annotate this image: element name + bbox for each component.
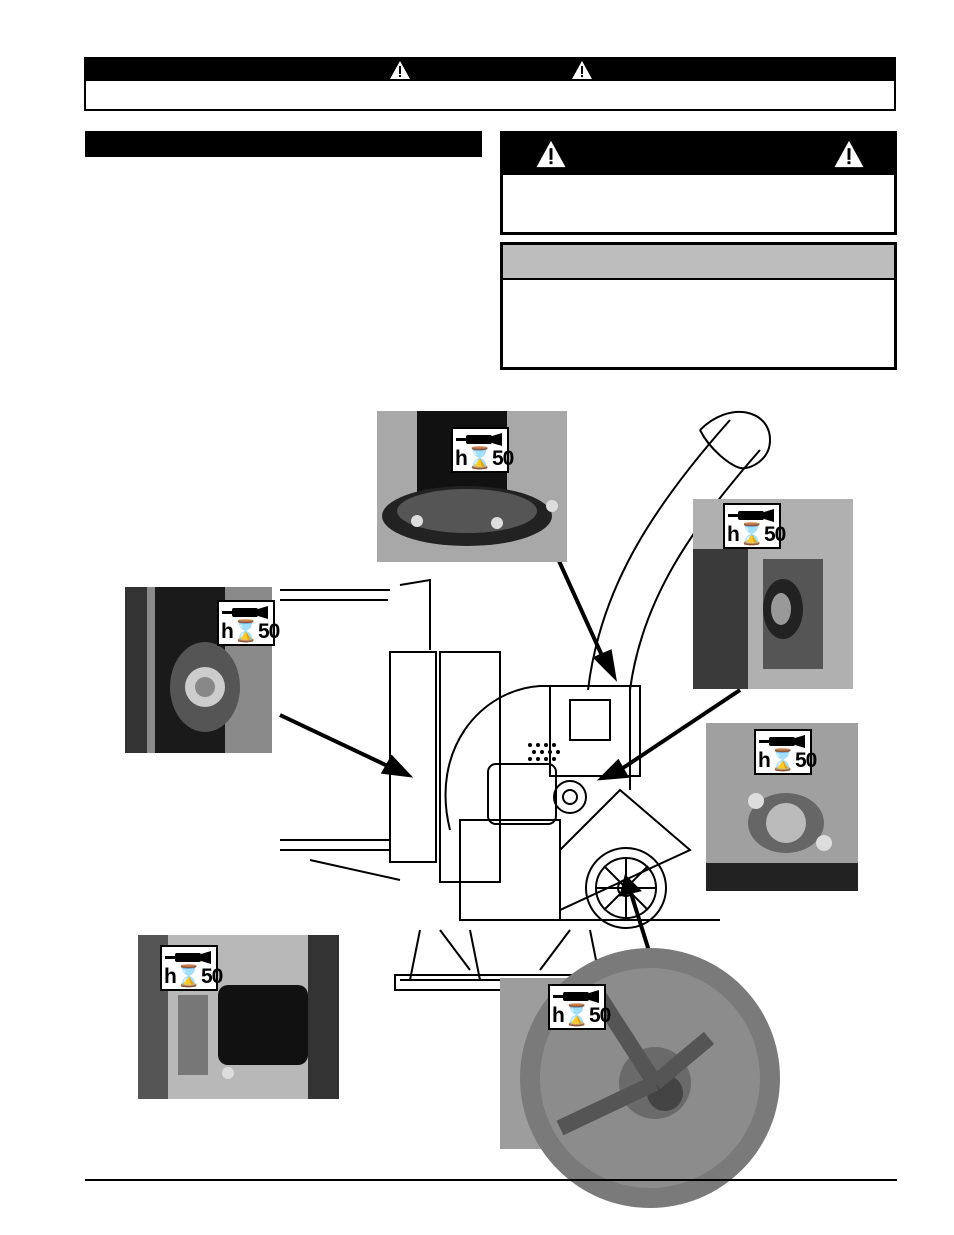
- lube-interval-label: h⌛50: [758, 749, 817, 772]
- lube-interval-label: h⌛50: [727, 523, 786, 546]
- lube-interval-label: h⌛50: [552, 1004, 611, 1027]
- lube-decal: h⌛50: [723, 503, 786, 549]
- footer-rule: [85, 1179, 897, 1181]
- warning-triangle-icon: [572, 61, 592, 79]
- warning-header-bar: [503, 134, 894, 175]
- grease-gun-icon: [553, 990, 599, 1003]
- photo-lower-left-pivot: h⌛50: [138, 935, 339, 1099]
- warning-box: [500, 131, 897, 235]
- photo-fan-bearing-right: h⌛50: [693, 499, 853, 689]
- grease-gun-icon: [759, 735, 805, 748]
- lube-decal: h⌛50: [548, 984, 611, 1030]
- lube-decal: h⌛50: [217, 600, 280, 646]
- lube-decal: h⌛50: [451, 427, 514, 473]
- grease-gun-icon: [728, 509, 774, 522]
- photo-blower-top-bearing: h⌛50: [377, 411, 567, 562]
- lube-decal: h⌛50: [754, 729, 817, 775]
- warning-triangle-icon: [536, 140, 566, 168]
- banner-header-bar: [86, 59, 894, 81]
- top-warning-banner: [84, 57, 896, 111]
- section-heading-bar: [85, 131, 482, 157]
- grease-gun-icon: [165, 951, 211, 964]
- lube-interval-label: h⌛50: [164, 965, 223, 988]
- grease-gun-icon: [222, 606, 268, 619]
- notice-header-bar: [503, 245, 894, 280]
- lube-interval-label: h⌛50: [221, 620, 280, 643]
- lube-decal: h⌛50: [160, 945, 223, 991]
- photo-shaft-bearing-right: h⌛50: [706, 723, 858, 891]
- warning-triangle-icon: [390, 61, 410, 79]
- warning-triangle-icon: [834, 140, 864, 168]
- photo-drive-pulley: h⌛50: [500, 948, 780, 1208]
- grease-gun-icon: [456, 433, 502, 446]
- photo-feed-roller-bearing: h⌛50: [125, 587, 280, 753]
- lube-interval-label: h⌛50: [455, 447, 514, 470]
- notice-box: [500, 242, 897, 370]
